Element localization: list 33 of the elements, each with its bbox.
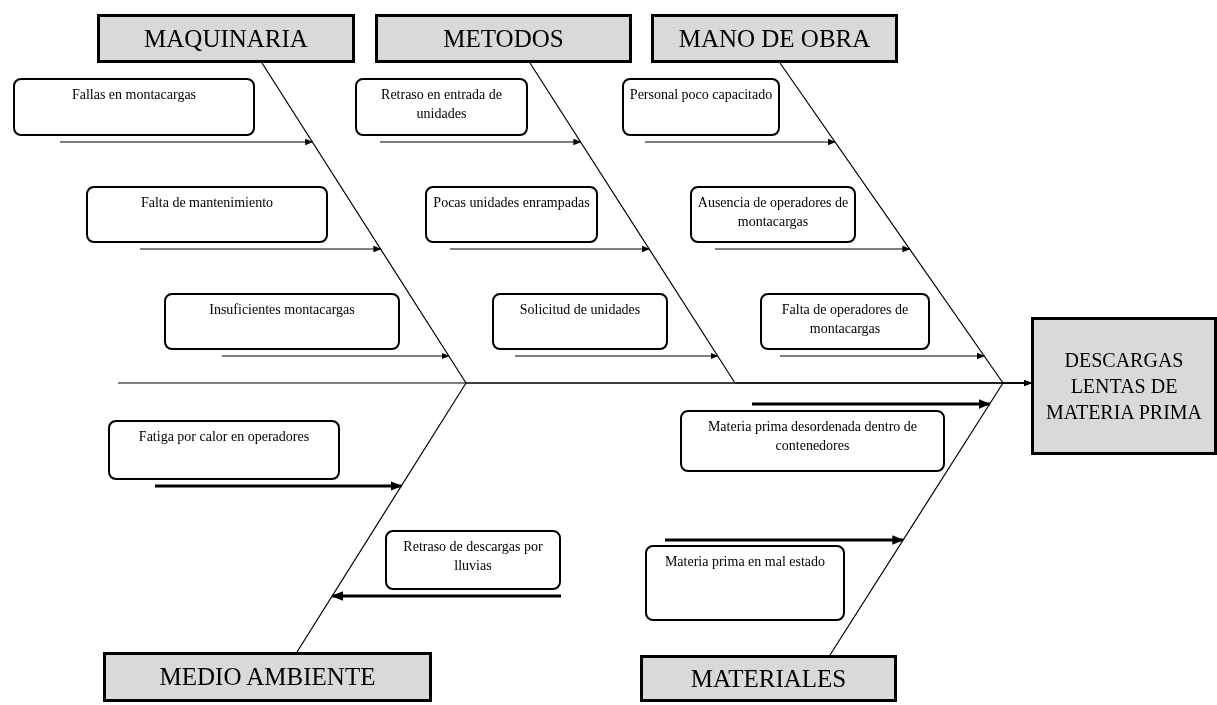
cause-box: Falta de operadores de montacargas [760,293,930,350]
cause-box: Solicitud de unidades [492,293,668,350]
arrow [449,245,650,253]
arrow [59,138,314,146]
arrow [331,591,561,601]
arrow [139,245,382,253]
effect-box: DESCARGAS LENTAS DE MATERIA PRIMA [1031,317,1217,455]
category-box: MAQUINARIA [97,14,355,63]
bone-arrow [829,379,1032,656]
cause-box: Materia prima desordenada dentro de contenedores [680,410,945,472]
arrow [714,245,911,253]
cause-box: Personal poco capacitado [622,78,780,136]
cause-box: Retraso en entrada de unidades [355,78,528,136]
arrow [514,352,719,360]
category-box: MATERIALES [640,655,897,702]
cause-box: Insuficientes montacargas [164,293,400,350]
cause-box: Fallas en montacargas [13,78,255,136]
cause-box: Pocas unidades enrampadas [425,186,598,243]
category-box: MANO DE OBRA [651,14,898,63]
arrow [379,138,582,146]
cause-box: Materia prima en mal estado [645,545,845,621]
cause-box: Fatiga por calor en operadores [108,420,340,480]
cause-box: Ausencia de operadores de montacargas [690,186,856,243]
arrow [665,535,905,545]
cause-box: Falta de mantenimiento [86,186,328,243]
arrow [221,352,450,360]
arrow [779,352,985,360]
cause-box: Retraso de descargas por lluvias [385,530,561,590]
category-box: METODOS [375,14,632,63]
category-box: MEDIO AMBIENTE [103,652,432,702]
arrow [155,481,403,491]
arrow [644,138,836,146]
arrow [752,399,991,409]
